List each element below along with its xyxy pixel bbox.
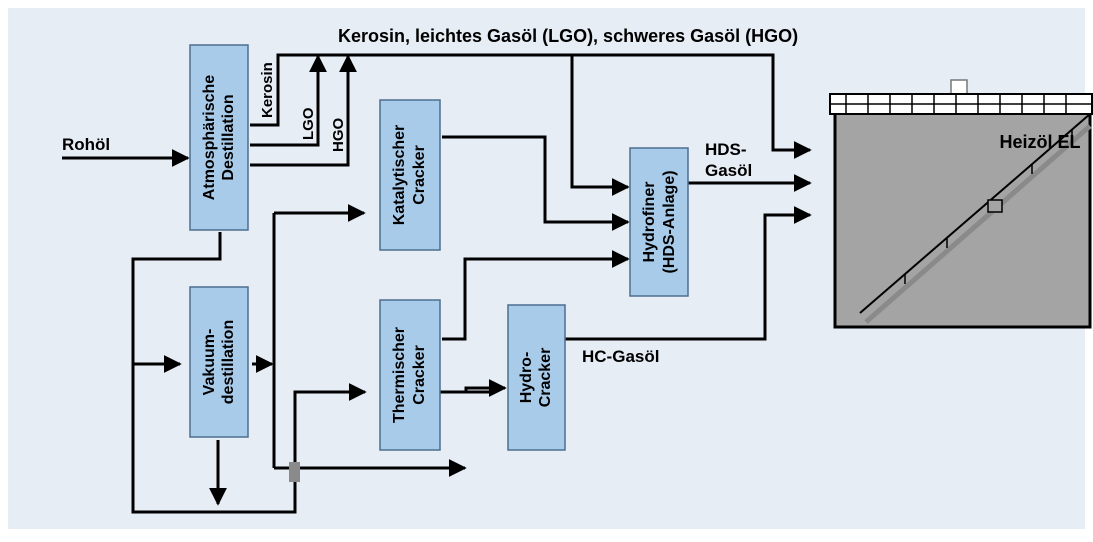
tank-hatch bbox=[951, 80, 967, 94]
box-hydrofiner-line2: (HDS-Anlage) bbox=[661, 170, 678, 273]
box-therm-line2: Cracker bbox=[411, 345, 428, 405]
storage-tank: Heizöl EL bbox=[830, 80, 1092, 327]
box-vak-line2: destillation bbox=[220, 320, 237, 404]
box-therm-line1: Thermischer bbox=[391, 327, 408, 423]
stream-label-lgo: LGO bbox=[300, 107, 317, 140]
box-atmospheric-distillation: Atmosphärische Destillation bbox=[190, 45, 248, 230]
box-vak-line1: Vakuum- bbox=[201, 329, 218, 396]
hds-label-line1: HDS- bbox=[705, 140, 747, 159]
box-hydrocracker-line2: Cracker bbox=[537, 348, 554, 408]
box-atm-line1: Atmosphärische bbox=[201, 75, 218, 200]
top-stream-label: Kerosin, leichtes Gasöl (LGO), schweres … bbox=[338, 26, 798, 46]
hc-label: HC-Gasöl bbox=[582, 347, 659, 366]
stream-label-hgo: HGO bbox=[330, 118, 347, 153]
tank-label: Heizöl EL bbox=[999, 132, 1080, 152]
tank-stair-landing bbox=[988, 200, 1002, 212]
box-kat-line1: Katalytischer bbox=[391, 125, 408, 226]
box-hydrocracker: Hydro- Cracker bbox=[508, 305, 565, 450]
hds-label-line2: Gasöl bbox=[705, 161, 752, 180]
box-catalytic-cracker: Katalytischer Cracker bbox=[380, 100, 440, 250]
box-vacuum-distillation: Vakuum- destillation bbox=[190, 287, 248, 437]
box-hydrocracker-line1: Hydro- bbox=[518, 352, 535, 404]
box-atm-line2: Destillation bbox=[220, 94, 237, 180]
input-label: Rohöl bbox=[62, 135, 110, 154]
stream-label-kerosin: Kerosin bbox=[259, 62, 276, 118]
box-thermal-cracker: Thermischer Cracker bbox=[380, 300, 440, 450]
valve bbox=[289, 462, 300, 482]
box-hydrofiner: Hydrofiner (HDS-Anlage) bbox=[630, 148, 688, 296]
box-hydrofiner-line1: Hydrofiner bbox=[641, 182, 658, 263]
box-kat-line2: Cracker bbox=[411, 145, 428, 205]
